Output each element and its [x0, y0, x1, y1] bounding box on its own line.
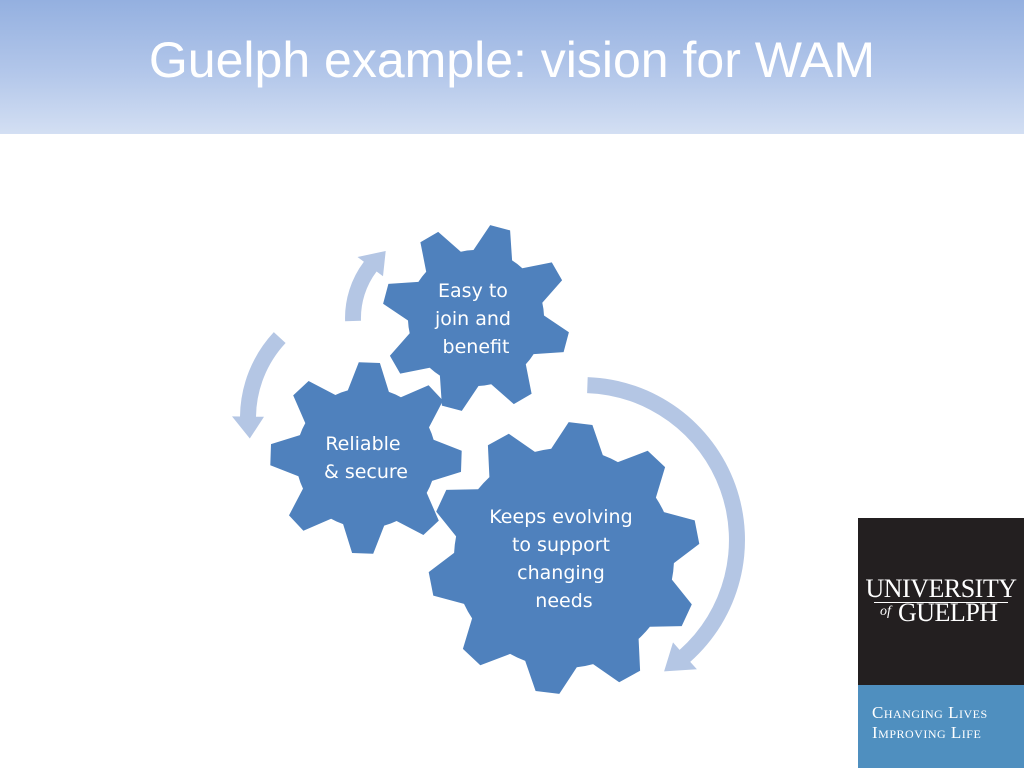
gear-keeps-evolving: [428, 422, 700, 694]
gear-label-line: to support: [512, 534, 610, 556]
gears: [270, 225, 700, 694]
logo-rule: [874, 602, 1008, 603]
gear-label-line: Reliable: [325, 433, 400, 455]
gear-label-line: Keeps evolving: [489, 506, 632, 528]
gear-reliable-secure: [270, 362, 462, 554]
title-band: [0, 0, 1024, 134]
logo-of-text: of: [880, 604, 891, 619]
gear-label-keeps-evolving: Keeps evolving to support changing needs: [489, 506, 638, 612]
gear-label-line: changing: [517, 562, 605, 584]
gear-label-line: Easy to: [438, 280, 508, 302]
gear-label-line: needs: [535, 590, 592, 612]
gear-label-easy-to-join: Easy to join and benefit: [434, 280, 517, 358]
curved-arrow-left: [232, 332, 286, 439]
university-of-guelph-logo: UNIVERSITY of GUELPH Changing Lives Impr…: [858, 518, 1024, 768]
logo-tagline-line-2: Improving Life: [872, 723, 982, 742]
gear-easy-to-join: [383, 225, 569, 411]
logo-tagline-panel: Changing Lives Improving Life: [858, 685, 1024, 768]
gear-label-line: & secure: [324, 461, 408, 483]
gear-label-reliable-secure: Reliable & secure: [324, 433, 408, 483]
gear-label-line: join and: [434, 308, 511, 330]
gear-label-line: benefit: [443, 336, 510, 358]
logo-tagline-line-1: Changing Lives: [872, 703, 988, 722]
logo-wordmark-panel: UNIVERSITY of GUELPH: [858, 518, 1024, 685]
curved-arrow-top: [345, 251, 386, 322]
curved-arrow-right: [587, 377, 745, 672]
gear-labels: Easy to join and benefit Reliable & secu…: [324, 280, 638, 612]
slide-title: Guelph example: vision for WAM: [148, 32, 876, 88]
cycle-arrows: [232, 251, 745, 672]
logo-guelph-text: GUELPH: [898, 598, 998, 627]
logo-university-text: UNIVERSITY: [865, 574, 1018, 603]
